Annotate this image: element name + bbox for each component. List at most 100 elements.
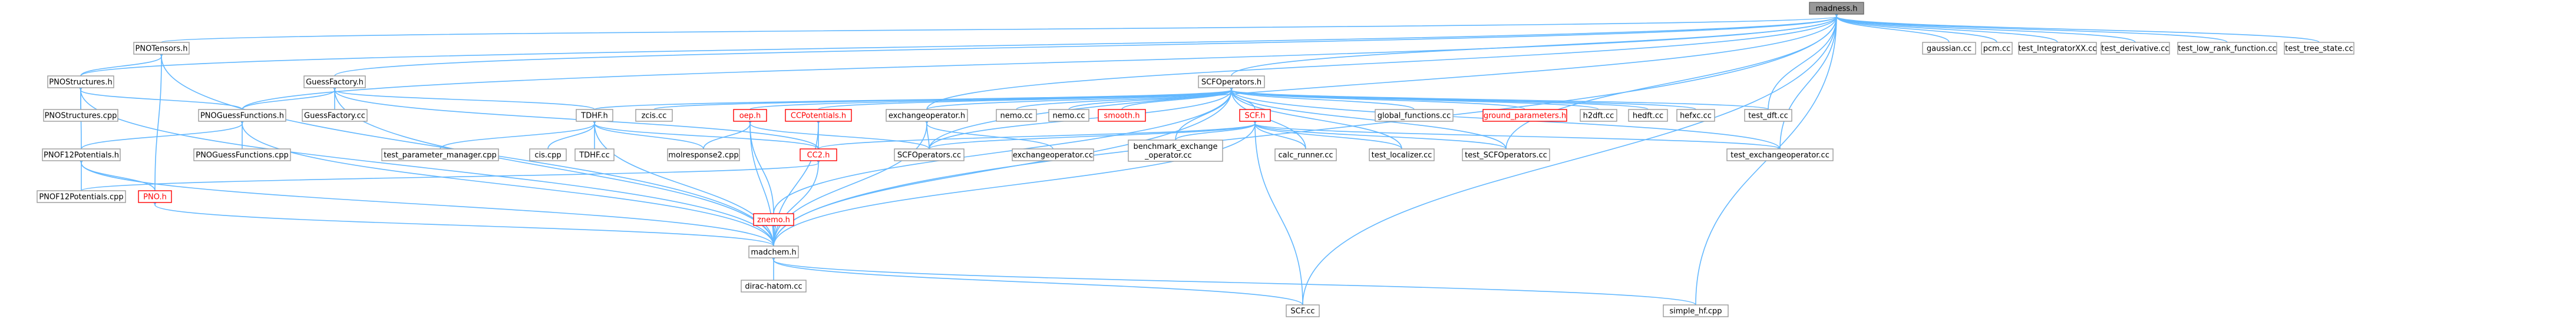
graph-node-pnostructures_cpp[interactable]: PNOStructures.cpp (43, 109, 118, 122)
graph-node-pnof12potentials_cpp[interactable]: PNOF12Potentials.cpp (37, 190, 126, 203)
graph-node-cis_cpp[interactable]: cis.cpp (529, 148, 567, 161)
graph-node-test_dft[interactable]: test_dft.cc (1744, 109, 1792, 122)
node-label: GuessFactory.cc (304, 112, 365, 121)
graph-node-pnoguessfunctions_cpp[interactable]: PNOGuessFunctions.cpp (193, 148, 291, 161)
edge-znemo-to-scfoperators_h (773, 84, 1235, 214)
node-label: PNOGuessFunctions.cpp (196, 151, 289, 160)
graph-node-calc_runner[interactable]: calc_runner.cc (1274, 148, 1337, 161)
node-label: zcis.cc (642, 112, 667, 121)
graph-node-nemo_cc[interactable]: nemo.cc (1048, 109, 1089, 122)
graph-node-znemo[interactable]: znemo.h (753, 213, 794, 226)
edge-madchem-to-cc2_h (773, 157, 822, 247)
graph-node-exchangeoperator_cc[interactable]: exchangeoperator.cc (1012, 148, 1094, 161)
graph-node-scf_h[interactable]: SCF.h (1239, 109, 1271, 122)
edge-scfoperators_cc-to-oep (747, 117, 930, 150)
node-label: PNOF12Potentials.h (44, 151, 119, 160)
graph-node-ground_parameters[interactable]: ground_parameters.h (1482, 109, 1567, 122)
node-box (1462, 148, 1550, 161)
node-label: test_dft.cc (1748, 112, 1788, 121)
graph-node-pnoguessfunctions_h[interactable]: PNOGuessFunctions.h (198, 109, 286, 122)
graph-node-oep[interactable]: oep.h (733, 109, 767, 122)
graph-node-pnof12potentials_h[interactable]: PNOF12Potentials.h (42, 148, 121, 161)
node-label: test_localizer.cc (1372, 151, 1432, 160)
graph-node-dirac_hatom[interactable]: dirac-hatom.cc (741, 280, 807, 293)
graph-node-pcm[interactable]: pcm.cc (1981, 42, 2013, 55)
edges-layer (77, 10, 2320, 306)
node-box (133, 42, 190, 55)
node-label: SCF.h (1244, 112, 1265, 121)
edge-pno_h-to-pnof12potentials_h (78, 157, 156, 191)
edge-scf_cc-to-madness (1302, 10, 1840, 306)
node-label: exchangeoperator.h (889, 112, 965, 121)
node-box (1482, 109, 1567, 122)
edge-hefxc-to-scfoperators_h (1227, 84, 1696, 110)
node-box (529, 148, 567, 161)
graph-node-benchmark_exchange[interactable]: benchmark_exchange_operator.cc (1128, 140, 1223, 162)
edge-scfoperators_cc-to-madness (929, 10, 1840, 150)
graph-node-global_functions[interactable]: global_functions.cc (1375, 109, 1454, 122)
graph-node-test_localizer[interactable]: test_localizer.cc (1369, 148, 1435, 161)
edge-simple_hf-to-madchem (770, 254, 1696, 306)
edge-oep-to-scfoperators_h (749, 84, 1236, 110)
node-label: simple_hf.cpp (1669, 307, 1722, 316)
graph-node-tdhf_cc[interactable]: TDHF.cc (574, 148, 615, 161)
graph-node-molresponse2[interactable]: molresponse2.cpp (667, 148, 740, 161)
node-box (2018, 42, 2097, 55)
graph-node-pnostructures[interactable]: PNOStructures.h (47, 75, 114, 88)
graph-node-exchangeoperator_h[interactable]: exchangeoperator.h (886, 109, 968, 122)
graph-node-test_parameter_manager[interactable]: test_parameter_manager.cpp (381, 148, 499, 161)
node-label: PNOStructures.h (49, 78, 112, 87)
graph-node-test_scfoperators[interactable]: test_SCFOperators.cc (1462, 148, 1550, 161)
node-box (748, 245, 799, 258)
graph-node-pno_h[interactable]: PNO.h (138, 190, 172, 203)
graph-node-scfoperators_cc[interactable]: SCFOperators.cc (894, 148, 965, 161)
node-box (193, 148, 291, 161)
graph-node-test_integrator[interactable]: test_IntegratorXX.cc (2018, 42, 2097, 55)
edge-exchangeoperator_cc-to-exchangeoperator_h (923, 117, 1053, 150)
graph-node-zcis[interactable]: zcis.cc (635, 109, 673, 122)
node-label: PNOGuessFunctions.h (200, 112, 284, 121)
graph-node-ccpotentials[interactable]: CCPotentials.h (785, 109, 852, 122)
node-label: gaussian.cc (1927, 45, 1971, 54)
graph-node-guessfactory_h[interactable]: GuessFactory.h (303, 75, 366, 88)
graph-node-simple_hf[interactable]: simple_hf.cpp (1663, 304, 1729, 317)
node-label: CCPotentials.h (791, 112, 846, 121)
node-box (1922, 42, 1976, 55)
node-box (785, 109, 852, 122)
graph-node-test_derivative[interactable]: test_derivative.cc (2101, 42, 2170, 55)
graph-node-guessfactory_cc[interactable]: GuessFactory.cc (302, 109, 368, 122)
graph-node-cc2_h[interactable]: CC2.h (800, 148, 837, 161)
node-label: oep.h (739, 112, 761, 121)
node-label: SCFOperators.h (1201, 78, 1261, 87)
graph-node-test_exchangeoperator[interactable]: test_exchangeoperator.cc (1726, 148, 1834, 161)
node-box (733, 109, 767, 122)
edge-madchem-to-pnoguessfunctions_h (239, 117, 774, 247)
graph-node-test_tree_state[interactable]: test_tree_state.cc (2284, 42, 2354, 55)
node-label: madchem.h (751, 248, 796, 257)
graph-node-gaussian[interactable]: gaussian.cc (1922, 42, 1976, 55)
graph-node-madness[interactable]: madness.h (1809, 2, 1864, 15)
edge-madchem-to-pno_h (151, 198, 774, 247)
graph-node-scf_cc[interactable]: SCF.cc (1286, 304, 1320, 317)
edge-exchangeoperator_h-to-madness (926, 10, 1840, 110)
node-box (47, 75, 114, 88)
graph-node-hefxc[interactable]: hefxc.cc (1676, 109, 1715, 122)
edge-madchem-to-madness (773, 10, 1840, 247)
edge-pnoguessfunctions_h-to-guessfactory_h (242, 84, 338, 110)
graph-node-h2dft[interactable]: h2dft.cc (1580, 109, 1617, 122)
edge-scfoperators_cc-to-exchangeoperator_h (923, 117, 930, 150)
node-label: molresponse2.cpp (668, 151, 738, 160)
graph-node-smooth[interactable]: smooth.h (1098, 109, 1146, 122)
graph-node-scfoperators_h[interactable]: SCFOperators.h (1198, 75, 1265, 88)
graph-node-hedft[interactable]: hedft.cc (1628, 109, 1668, 122)
node-box (1676, 109, 1715, 122)
edge-test_tree_state-to-madness (1833, 10, 2320, 43)
graph-node-test_low_rank[interactable]: test_low_rank_function.cc (2177, 42, 2277, 55)
graph-node-tdhf_h[interactable]: TDHF.h (576, 109, 613, 122)
edge-molresponse2-to-tdhf_h (591, 117, 704, 150)
node-box (1663, 304, 1729, 317)
graph-node-pnotensors[interactable]: PNOTensors.h (133, 42, 190, 55)
graph-node-madchem[interactable]: madchem.h (748, 245, 799, 258)
graph-node-nemo_cc2[interactable]: nemo.cc (996, 109, 1037, 122)
edge-benchmark_exchange-to-scf_h (1175, 117, 1259, 141)
